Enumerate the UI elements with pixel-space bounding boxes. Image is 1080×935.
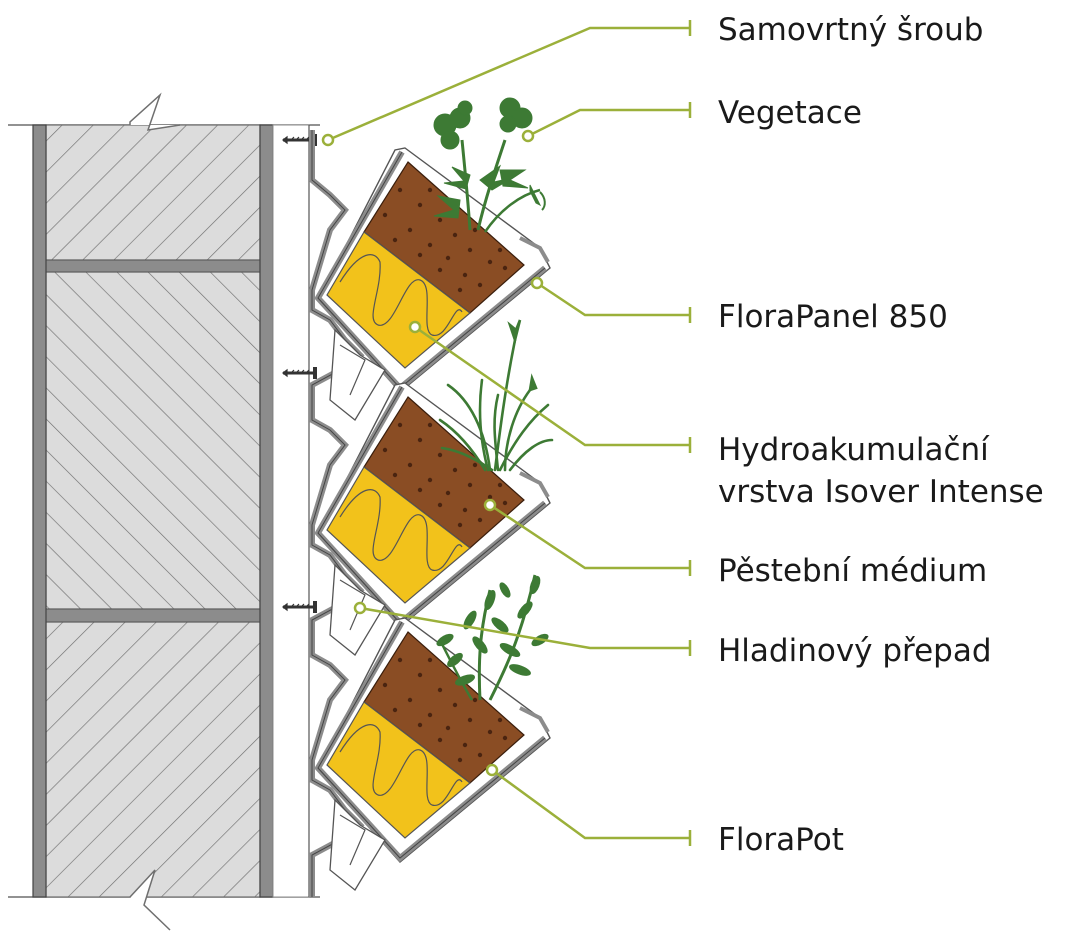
- label-vegetace: Vegetace: [718, 95, 862, 131]
- plant-middle: [438, 319, 554, 472]
- break-symbol-bottom: [129, 869, 171, 931]
- vegetation: [433, 97, 554, 701]
- label-florapanel: FloraPanel 850: [718, 299, 948, 335]
- leader-hladinovy: [359, 606, 692, 656]
- leader-hydro: [414, 325, 692, 453]
- mounting-rail: [272, 124, 310, 898]
- florapot-3: [314, 617, 551, 891]
- plant-top: [433, 97, 546, 233]
- florapanel-profile: [309, 130, 365, 897]
- label-hydro-line2: vrstva Isover Intense: [718, 474, 1044, 510]
- plaster-outer: [259, 124, 274, 898]
- hydro-wool-layer: [326, 466, 471, 604]
- leader-florapanel: [536, 281, 692, 323]
- label-hydro-line1: Hydroakumulační: [718, 432, 990, 468]
- florapots-group: [314, 147, 551, 891]
- wall-block-bottom: [45, 621, 261, 898]
- leader-lines: [321, 20, 692, 846]
- self-drilling-screws: [282, 134, 317, 613]
- leader-samovrtny-sroub: [327, 20, 692, 142]
- label-hladinovy: Hladinový přepad: [718, 633, 992, 669]
- hydro-wool-layer: [326, 231, 471, 369]
- florapot-1: [314, 147, 551, 421]
- leader-pestebni: [489, 503, 692, 576]
- break-symbol-top: [129, 92, 181, 131]
- labels: Samovrtný šroub Vegetace FloraPanel 850 …: [718, 12, 1044, 858]
- plant-bottom: [436, 574, 549, 701]
- masonry-wall: [8, 92, 320, 931]
- wall-block-middle: [45, 271, 261, 610]
- florapot-2: [314, 382, 551, 656]
- label-samovrtny-sroub: Samovrtný šroub: [718, 12, 983, 48]
- plaster-inner: [32, 124, 47, 898]
- wall-block-top: [45, 124, 261, 261]
- hydro-wool-layer: [326, 701, 471, 839]
- leader-florapot: [491, 768, 692, 846]
- leader-vegetace: [527, 102, 692, 138]
- label-florapot: FloraPot: [718, 822, 844, 858]
- label-pestebni: Pěstební médium: [718, 553, 987, 589]
